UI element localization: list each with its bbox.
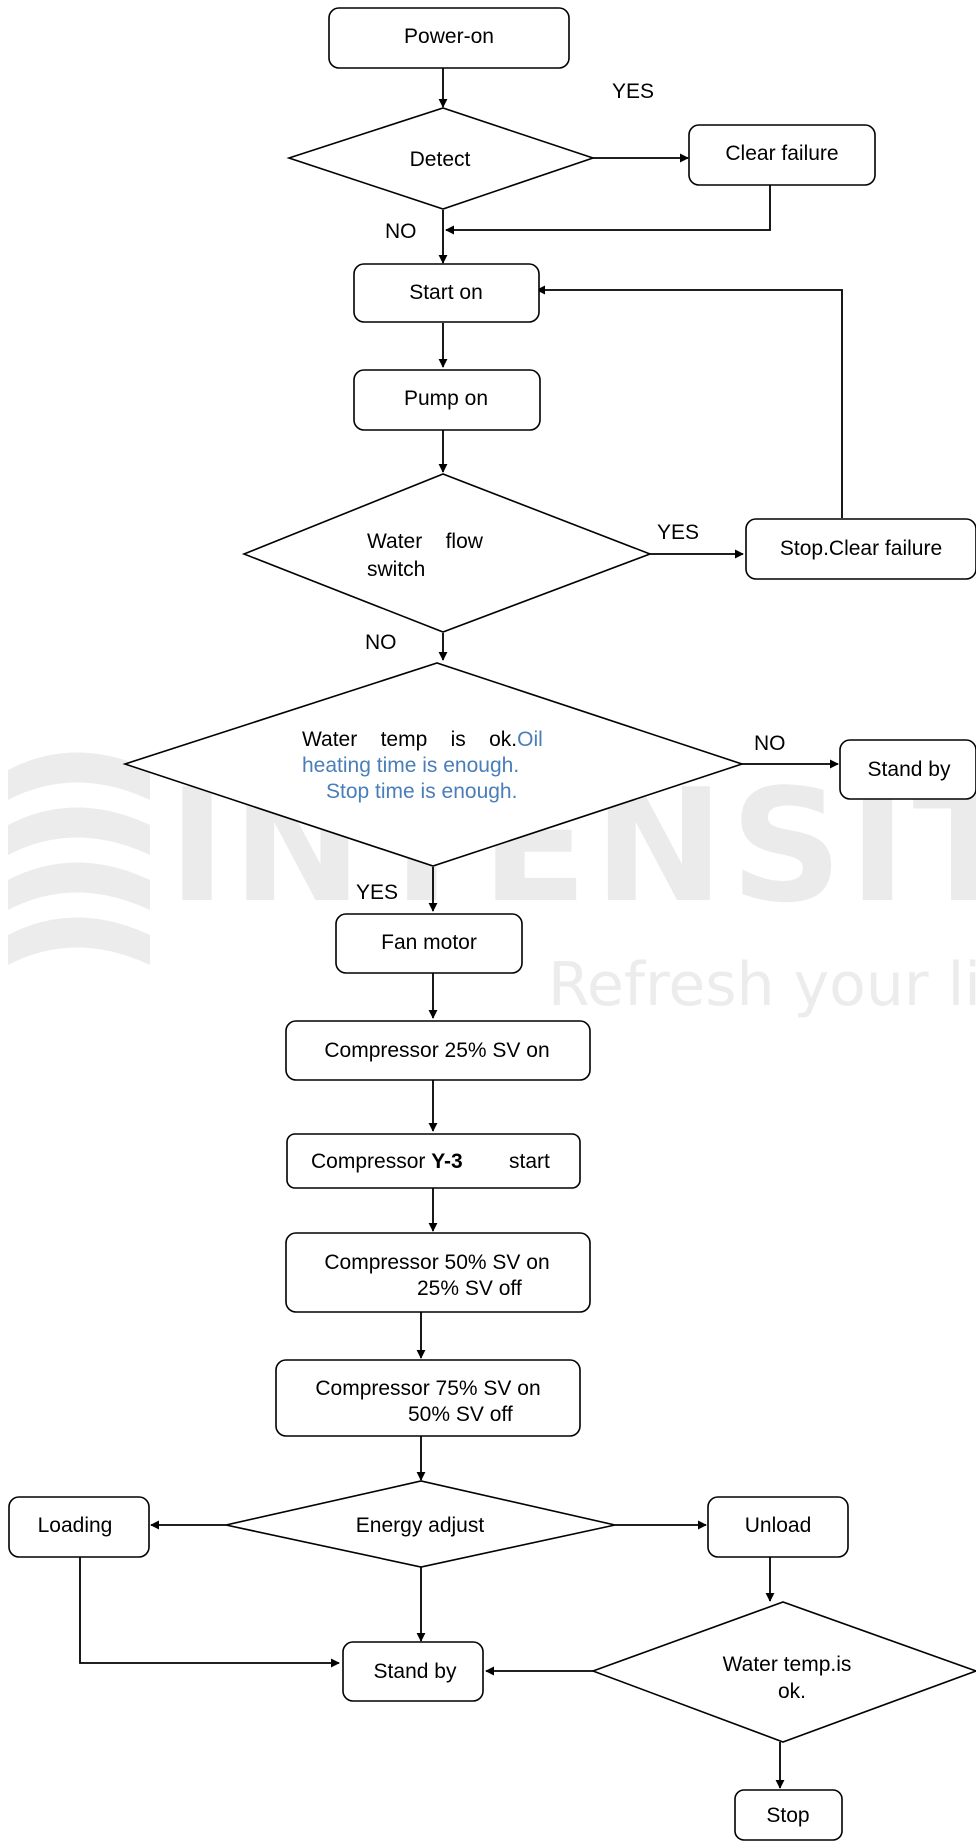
node-fan-motor: Fan motor: [335, 913, 523, 974]
node-water-temp-check-label-line3: Stop time is enough.: [326, 780, 517, 803]
node-stop-label: Stop: [766, 1804, 809, 1827]
node-stop: Stop: [734, 1789, 843, 1841]
node-start-on-box: [353, 263, 540, 323]
node-energy-adjust: Energy adjust: [225, 1480, 616, 1568]
node-water-flow-switch-diamond: [241, 473, 653, 633]
node-stop-clear-failure-label: Stop.Clear failure: [780, 537, 942, 560]
node-unload: Unload: [707, 1496, 849, 1558]
label-flow-yes: YES: [657, 521, 699, 544]
edge-stop-clear-return: [536, 285, 843, 518]
node-compressor-75: Compressor 75% SV on 50% SV off: [275, 1359, 581, 1437]
node-compressor-y3-label-suffix: start: [509, 1150, 550, 1173]
node-detect-label: Detect: [410, 148, 471, 171]
node-pump-on: Pump on: [353, 369, 541, 431]
node-stop-box: [734, 1789, 843, 1841]
node-stand-by-right: Stand by: [839, 739, 976, 800]
node-compressor-25-box: [285, 1020, 591, 1081]
node-compressor-y3-label-prefix: Compressor: [311, 1150, 431, 1173]
node-compressor-50-label-line2: 25% SV off: [417, 1277, 522, 1300]
edge-labels: YES NO YES NO NO YES: [356, 80, 786, 904]
label-temp-yes: YES: [356, 881, 398, 904]
node-detect-diamond: [286, 107, 596, 210]
node-compressor-25: Compressor 25% SV on: [285, 1020, 591, 1081]
edge-clear-return: [445, 185, 771, 235]
node-detect: Detect: [286, 107, 596, 210]
node-stand-by-right-label: Stand by: [868, 758, 951, 781]
node-compressor-50-box: [285, 1232, 591, 1313]
node-compressor-75-box: [275, 1359, 581, 1437]
node-compressor-50-label-line1: Compressor 50% SV on: [324, 1251, 549, 1274]
edges: [79, 68, 843, 1789]
node-stand-by-right-box: [839, 739, 976, 800]
node-clear-failure-label: Clear failure: [725, 142, 838, 165]
node-water-flow-switch-label-line1: Water flow: [367, 530, 484, 553]
node-compressor-50: Compressor 50% SV on 25% SV off: [285, 1232, 591, 1313]
node-water-temp-check-label-line1: Water temp is ok.Oil: [302, 728, 543, 751]
node-clear-failure-box: [688, 124, 876, 186]
node-energy-adjust-diamond: [225, 1480, 616, 1568]
node-loading-label: Loading: [38, 1514, 113, 1537]
edge-loading-standby: [79, 1557, 340, 1668]
node-start-on: Start on: [353, 263, 540, 323]
node-fan-motor-box: [335, 913, 523, 974]
node-compressor-75-label-line2: 50% SV off: [408, 1403, 513, 1426]
node-power-on-label: Power-on: [404, 25, 494, 48]
watermark-tagline: Refresh your lif: [548, 950, 976, 1020]
node-pump-on-label: Pump on: [404, 387, 488, 410]
node-stand-by-bottom-box: [342, 1641, 484, 1702]
node-compressor-25-label: Compressor 25% SV on: [324, 1039, 549, 1062]
node-stop-clear-failure: Stop.Clear failure: [745, 518, 976, 580]
label-detect-yes: YES: [612, 80, 654, 103]
node-water-flow-switch: Water flow switch: [241, 473, 653, 633]
node-stand-by-bottom-label: Stand by: [374, 1660, 457, 1683]
node-water-temp-ok-label-line1: Water temp.is: [723, 1653, 852, 1676]
node-fan-motor-label: Fan motor: [381, 931, 477, 954]
node-water-temp-check-label-line1a: Water temp is ok.: [302, 728, 517, 751]
node-power-on-box: [328, 7, 570, 69]
node-water-temp-ok-label-line2: ok.: [778, 1680, 806, 1703]
label-temp-no: NO: [754, 732, 786, 755]
node-energy-adjust-label: Energy adjust: [356, 1514, 485, 1537]
node-unload-label: Unload: [745, 1514, 812, 1537]
node-stand-by-bottom: Stand by: [342, 1641, 484, 1702]
node-compressor-y3-box: [286, 1133, 581, 1189]
node-compressor-y3: Compressor Y-3 start: [286, 1133, 581, 1189]
node-water-temp-check-label-line1b: Oil: [517, 728, 543, 751]
label-detect-no: NO: [385, 220, 417, 243]
node-pump-on-box: [353, 369, 541, 431]
label-flow-no: NO: [365, 631, 397, 654]
node-water-flow-switch-label-line2: switch: [367, 558, 425, 581]
node-stop-clear-failure-box: [745, 518, 976, 580]
watermark-logo-icon: [8, 752, 150, 965]
node-water-temp-ok-diamond: [590, 1601, 976, 1743]
node-compressor-y3-label-bold: Y-3: [431, 1150, 463, 1173]
node-start-on-label: Start on: [409, 281, 483, 304]
node-loading: Loading: [8, 1496, 150, 1558]
node-water-temp-ok: Water temp.is ok.: [590, 1601, 976, 1743]
node-unload-box: [707, 1496, 849, 1558]
node-loading-box: [8, 1496, 150, 1558]
node-compressor-75-label-line1: Compressor 75% SV on: [315, 1377, 540, 1400]
node-power-on: Power-on: [328, 7, 570, 69]
node-clear-failure: Clear failure: [688, 124, 876, 186]
node-compressor-y3-label: Compressor Y-3 start: [311, 1150, 550, 1173]
node-water-temp-check-diamond: [122, 662, 745, 867]
node-water-temp-check: Water temp is ok.Oil heating time is eno…: [122, 662, 745, 867]
node-water-temp-check-label-line2: heating time is enough.: [302, 754, 519, 777]
